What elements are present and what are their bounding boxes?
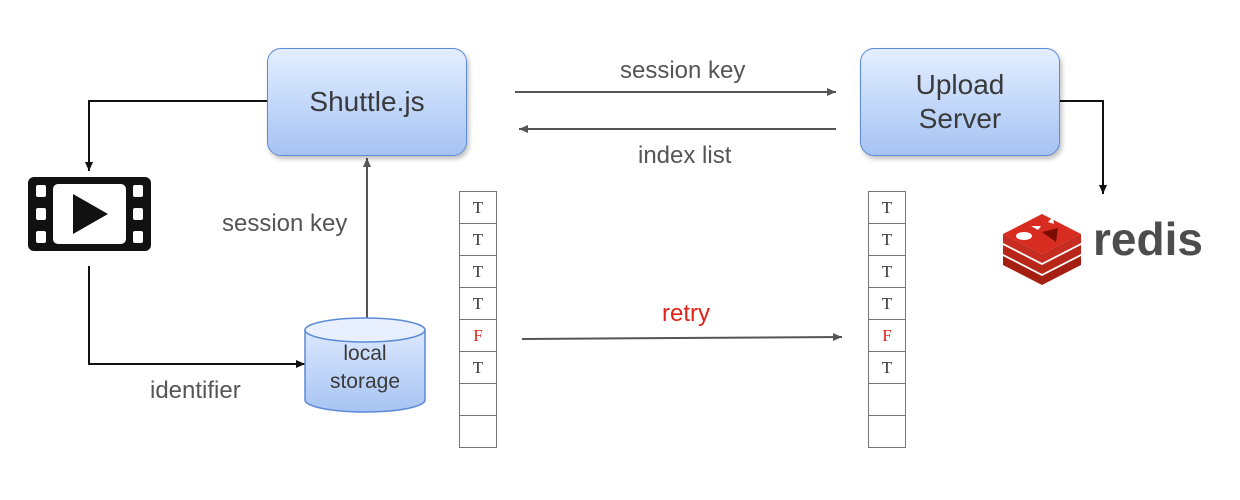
client-flag-cell: T <box>460 256 496 288</box>
arrow-retry <box>521 333 843 342</box>
server-index-column: T T T T F T <box>868 191 906 448</box>
server-flag-cell: T <box>869 256 905 288</box>
local-storage-label: local storage <box>329 342 401 394</box>
shuttle-js-label: Shuttle.js <box>309 86 425 118</box>
upload-server-box: Upload Server <box>860 48 1060 156</box>
server-flag-cell: T <box>869 288 905 320</box>
client-flag-cell: T <box>460 224 496 256</box>
client-flag-cell: T <box>460 352 496 384</box>
arrow-upload-to-redis <box>1060 100 1107 194</box>
client-flag-cell-empty <box>460 416 496 448</box>
arrow-shuttle-to-video <box>85 100 267 171</box>
server-flag-cell-empty <box>869 384 905 416</box>
server-flag-cell: T <box>869 224 905 256</box>
index-list-label: index list <box>638 142 732 169</box>
session-key-label-left: session key <box>222 210 348 237</box>
shuttle-js-box: Shuttle.js <box>267 48 467 156</box>
server-flag-cell-failed: F <box>869 320 905 352</box>
video-icon <box>28 177 151 251</box>
session-key-label-top: session key <box>620 57 746 84</box>
client-flag-cell: T <box>460 192 496 224</box>
retry-label: retry <box>662 300 710 327</box>
local-storage-cylinder <box>304 317 426 413</box>
server-flag-cell-empty <box>869 416 905 448</box>
redis-logo-text: redis <box>1093 213 1203 265</box>
arrow-identifier <box>88 266 305 368</box>
client-flag-cell-empty <box>460 384 496 416</box>
client-flag-cell-failed: F <box>460 320 496 352</box>
redis-logo-icon <box>1003 214 1081 285</box>
server-flag-cell: T <box>869 352 905 384</box>
upload-server-label: Upload Server <box>915 69 1005 134</box>
server-flag-cell: T <box>869 192 905 224</box>
client-index-column: T T T T F T <box>459 191 497 448</box>
client-flag-cell: T <box>460 288 496 320</box>
identifier-label: identifier <box>150 377 241 404</box>
